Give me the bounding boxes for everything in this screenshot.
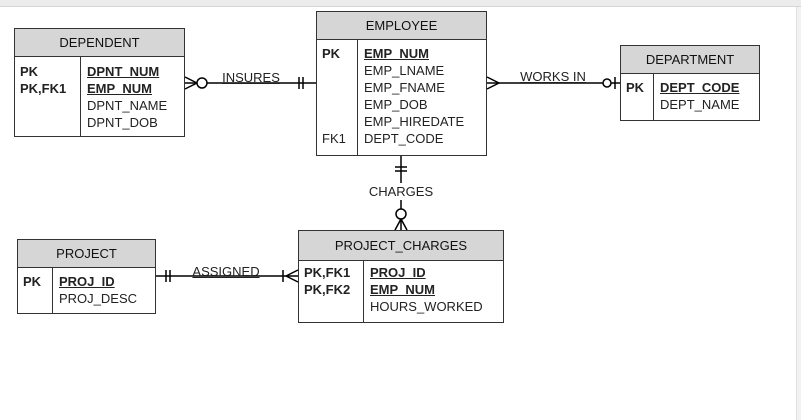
key-label: PK (322, 46, 341, 61)
attribute-column: PROJ_ID EMP_NUM HOURS_WORKED (364, 261, 503, 322)
attribute-proj-id[interactable]: PROJ_ID (59, 274, 115, 289)
key-label (317, 113, 357, 130)
key-column: PK FK1 (317, 40, 358, 155)
attribute-dept-code[interactable]: DEPT_CODE (660, 80, 740, 95)
entity-title: DEPARTMENT (621, 46, 759, 74)
key-label (317, 79, 357, 96)
key-label: PK (23, 274, 42, 289)
entity-title: EMPLOYEE (317, 12, 486, 40)
attribute-emp-num[interactable]: EMP_NUM (370, 282, 436, 297)
window-right-edge (796, 7, 801, 420)
key-label: PK (20, 64, 39, 79)
relationship-label-charges: CHARGES (360, 184, 442, 199)
attribute-dpnt-num[interactable]: DPNT_NUM (87, 64, 160, 79)
entity-project-charges[interactable]: PROJECT_CHARGES PK,FK1 PK,FK2 PROJ_ID EM… (298, 230, 504, 323)
key-label (317, 62, 357, 79)
entity-title: PROJECT (18, 240, 155, 268)
key-label: PK (626, 80, 645, 95)
attribute-column: PROJ_ID PROJ_DESC (53, 268, 155, 313)
entity-title: PROJECT_CHARGES (299, 231, 503, 261)
entity-employee[interactable]: EMPLOYEE PK FK1 EMP_NUM EMP_LNAME EMP_FN… (316, 11, 487, 156)
key-label (317, 96, 357, 113)
entity-dependent[interactable]: DEPENDENT PK PK,FK1 DPNT_NUM EMP_NUM DPN… (14, 28, 185, 137)
key-column: PK,FK1 PK,FK2 (299, 261, 364, 322)
key-column: PK (621, 74, 654, 120)
relationship-label-assigned: ASSIGNED (192, 264, 260, 279)
relationship-label-works-in: WORKS IN (520, 69, 586, 84)
entity-title: DEPENDENT (15, 29, 184, 57)
attribute-emp-num[interactable]: EMP_NUM (364, 46, 430, 61)
attribute-dept-code[interactable]: DEPT_CODE (364, 131, 444, 146)
attribute-proj-id[interactable]: PROJ_ID (370, 265, 426, 280)
relationship-label-insures: INSURES (222, 70, 280, 85)
attribute-column: DPNT_NUM EMP_NUM DPNT_NAME DPNT_DOB (81, 57, 184, 136)
attribute-emp-hiredate[interactable]: EMP_HIREDATE (364, 114, 465, 129)
entity-project[interactable]: PROJECT PK PROJ_ID PROJ_DESC (17, 239, 156, 314)
attribute-dept-name[interactable]: DEPT_NAME (660, 97, 740, 112)
attribute-dpnt-name[interactable]: DPNT_NAME (87, 98, 168, 113)
attribute-emp-lname[interactable]: EMP_LNAME (364, 63, 445, 78)
window-top-edge (0, 0, 801, 7)
key-label: FK1 (322, 131, 346, 146)
attribute-emp-num[interactable]: EMP_NUM (87, 81, 153, 96)
attribute-column: DEPT_CODE DEPT_NAME (654, 74, 759, 120)
key-label: PK,FK2 (304, 282, 351, 297)
key-label: PK,FK1 (304, 265, 351, 280)
key-label: PK,FK1 (20, 81, 67, 96)
attribute-column: EMP_NUM EMP_LNAME EMP_FNAME EMP_DOB EMP_… (358, 40, 486, 155)
entity-department[interactable]: DEPARTMENT PK DEPT_CODE DEPT_NAME (620, 45, 760, 121)
key-column: PK (18, 268, 53, 313)
attribute-dpnt-dob[interactable]: DPNT_DOB (87, 115, 158, 130)
key-column: PK PK,FK1 (15, 57, 81, 136)
attribute-hours-worked[interactable]: HOURS_WORKED (370, 299, 483, 314)
attribute-emp-fname[interactable]: EMP_FNAME (364, 80, 445, 95)
attribute-proj-desc[interactable]: PROJ_DESC (59, 291, 138, 306)
attribute-emp-dob[interactable]: EMP_DOB (364, 97, 428, 112)
